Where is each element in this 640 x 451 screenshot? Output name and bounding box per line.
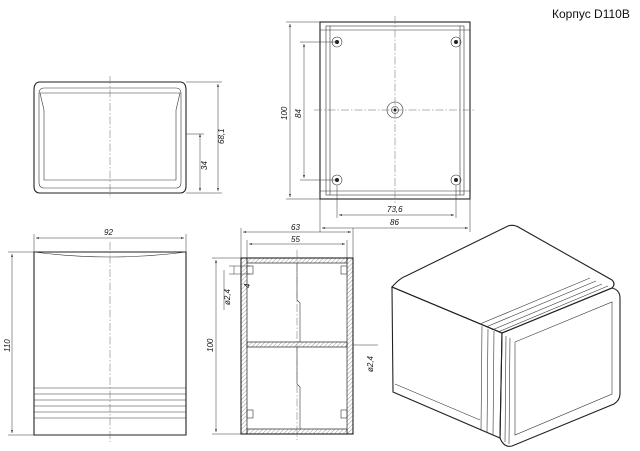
- dim-section-width-inner: 55: [291, 235, 300, 244]
- dim-section-dia-upper: ø2,4: [223, 288, 232, 305]
- dim-side-inner: 34: [200, 161, 209, 170]
- dim-section-height: 100: [206, 338, 215, 352]
- side-view: 68,1 34: [33, 76, 226, 198]
- dim-top-width-outer: 86: [390, 218, 399, 227]
- front-view: 92 110: [3, 228, 187, 442]
- dim-front-width: 92: [104, 228, 113, 237]
- dim-top-depth-outer: 100: [280, 106, 289, 120]
- dim-top-depth-holes: 84: [294, 109, 303, 118]
- dim-section-width-outer: 63: [291, 223, 300, 232]
- dim-section-dia-lower: ø2,4: [366, 355, 375, 372]
- dim-side-total: 68,1: [217, 128, 226, 144]
- center-boss: [386, 101, 404, 119]
- dim-front-height: 110: [3, 339, 12, 352]
- section-view: 63 55 100 4 ø2,4 ø2,4: [206, 223, 378, 440]
- mount-hole: [450, 174, 462, 186]
- isometric-view: [391, 224, 621, 447]
- mount-hole: [450, 36, 462, 48]
- dim-section-small: 4: [243, 283, 252, 288]
- drawing-title: Корпус D110B: [552, 7, 630, 21]
- dim-top-width-holes: 73,6: [387, 205, 403, 214]
- top-view: 100 84 73,6 86: [280, 16, 476, 232]
